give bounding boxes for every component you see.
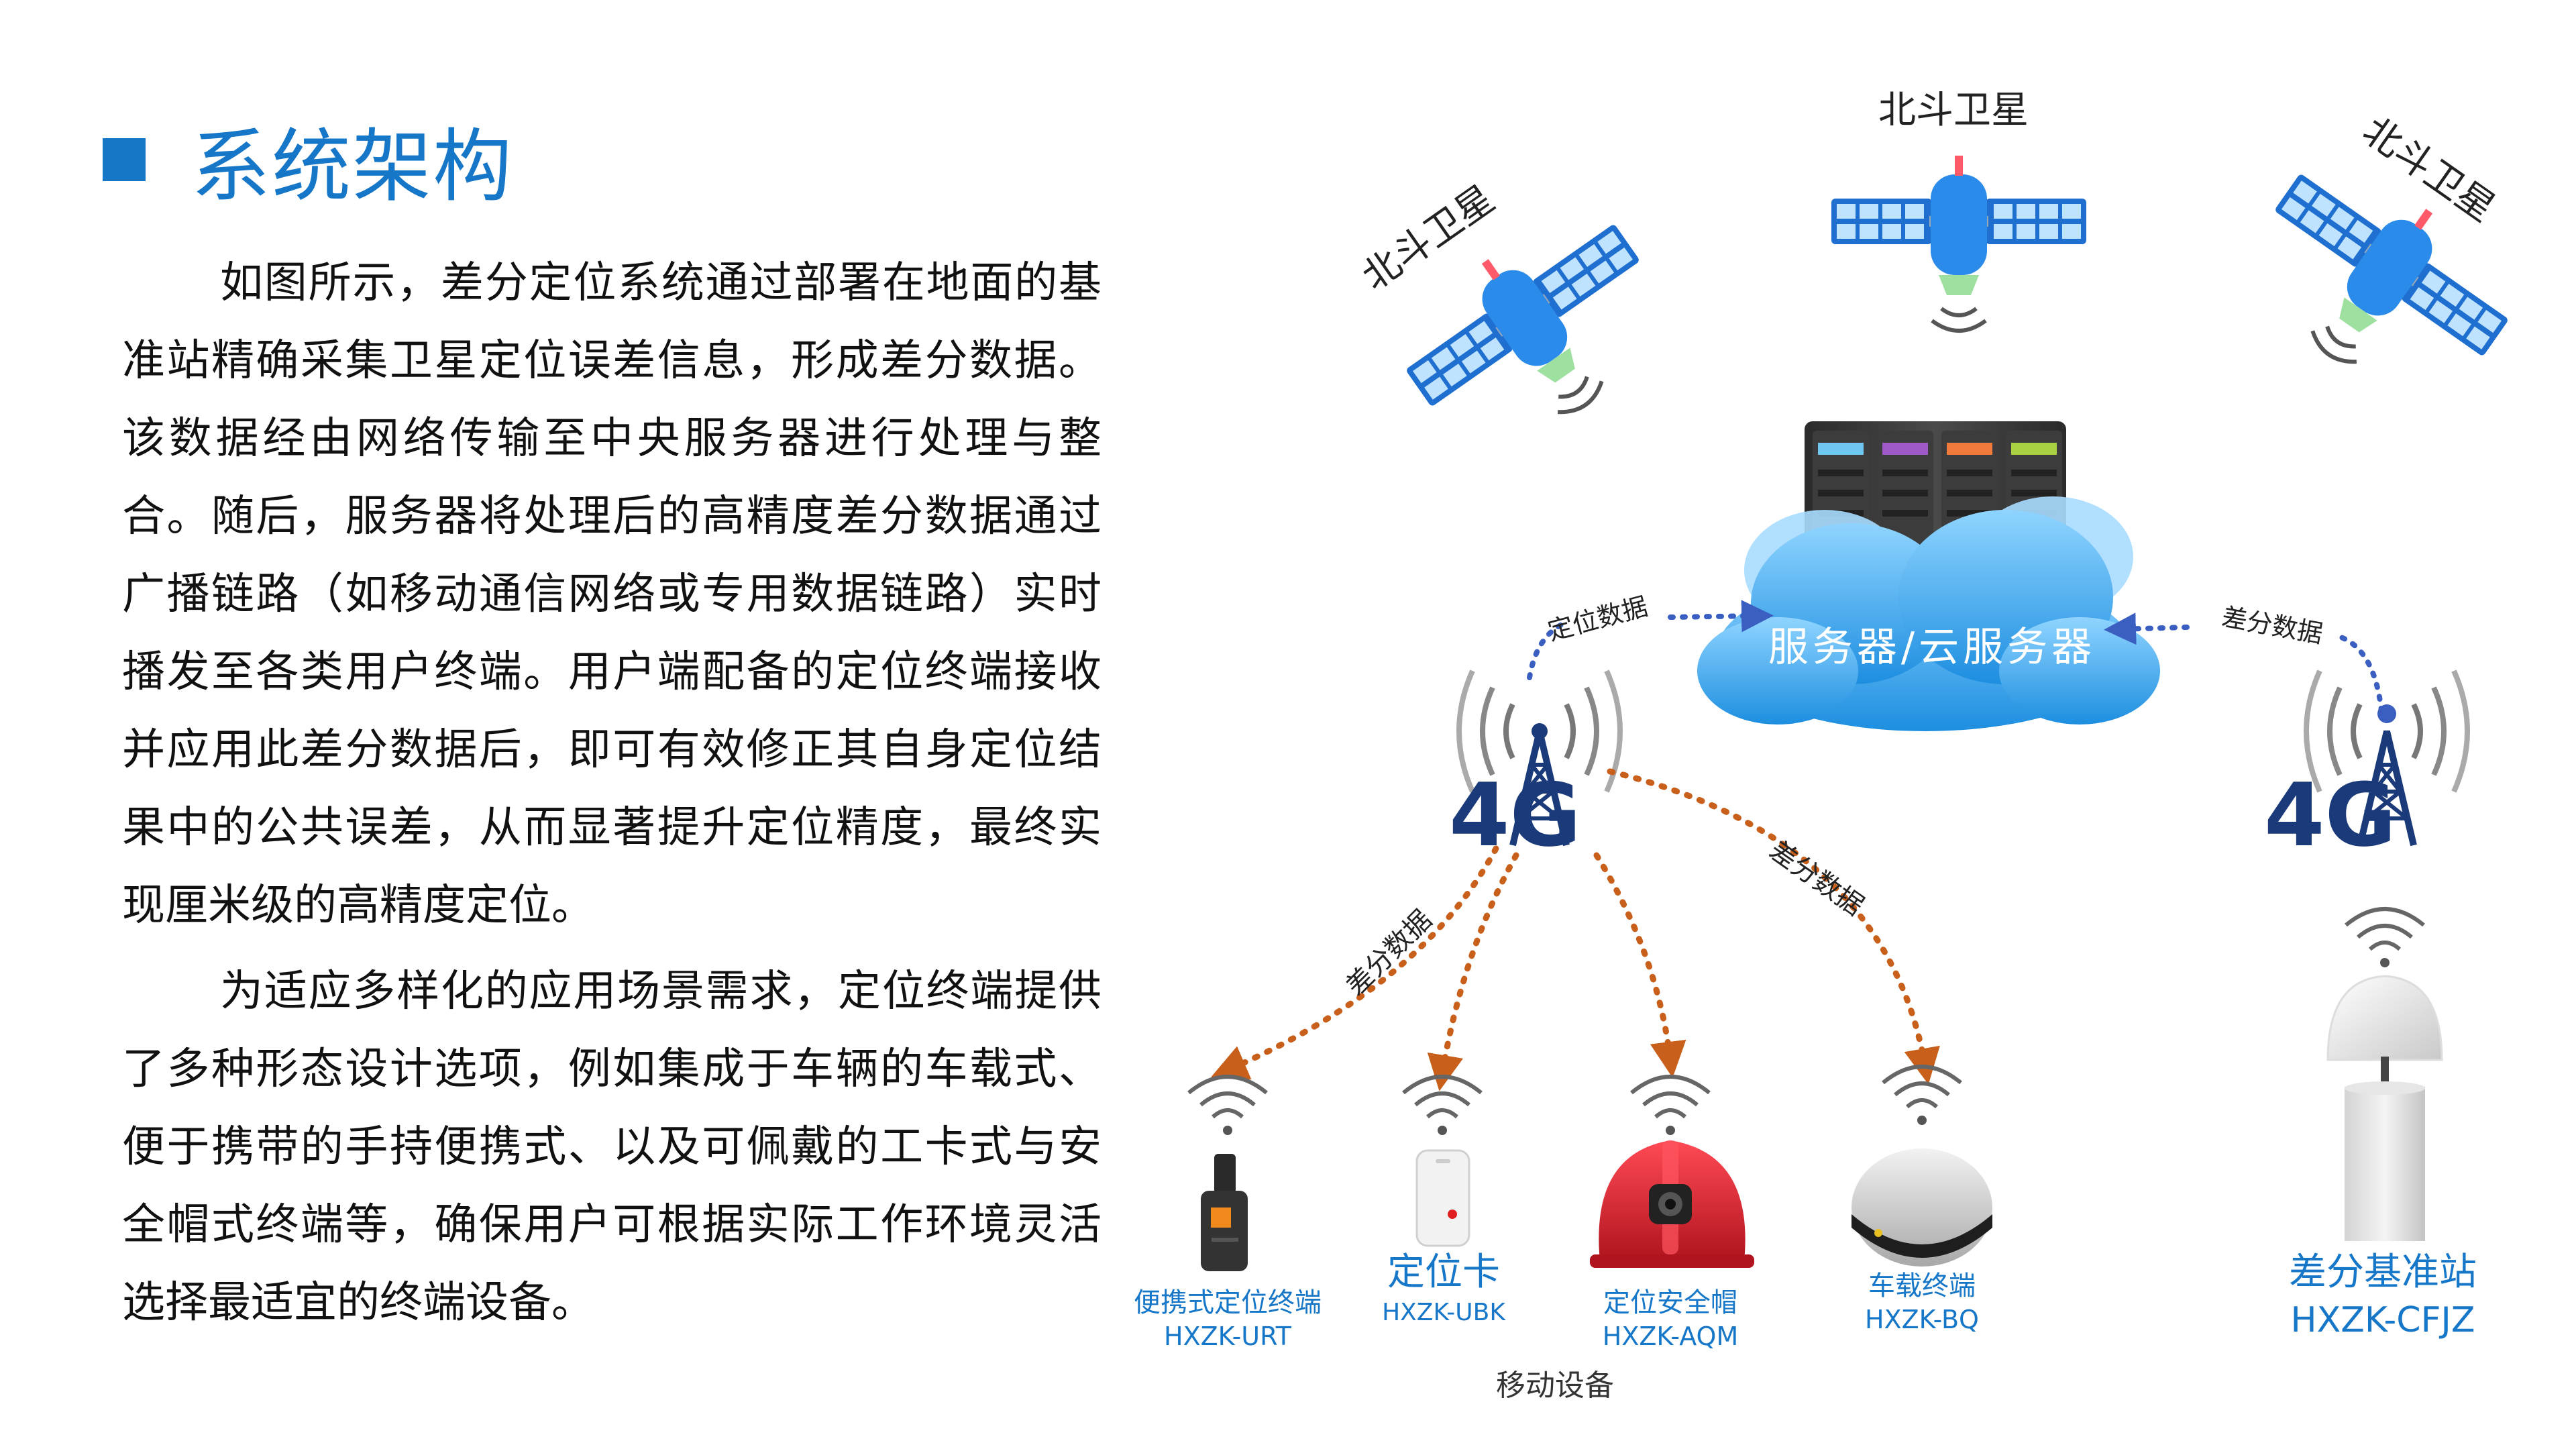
link-left-tower-up — [1527, 621, 1566, 680]
cell-tower-icon-left — [1456, 669, 1623, 847]
positioning-card-icon — [1415, 1149, 1470, 1247]
device-model-card: HXZK-UBK — [1382, 1299, 1506, 1326]
device-model-portable: HXZK-URT — [1164, 1322, 1292, 1351]
base-station-model: HXZK-CFJZ — [2291, 1300, 2475, 1340]
arrow-to-portable-terminal — [1211, 845, 1499, 1080]
device-model-vehicle: HXZK-BQ — [1865, 1305, 1979, 1334]
satellite-icon-right — [2224, 138, 2534, 428]
title-bullet-square — [103, 138, 146, 181]
satellite-label-left: 北斗卫星 — [1354, 177, 1503, 299]
wifi-icon-card — [1403, 1077, 1481, 1135]
server-label: 服务器/云服务器 — [1768, 624, 2096, 671]
device-name-vehicle: 车载终端 — [1868, 1271, 1976, 1301]
arrow-to-safety-helmet — [1593, 852, 1686, 1078]
label-diff-data-right: 差分数据 — [1764, 835, 1869, 922]
link-right-tower-up — [2339, 635, 2384, 714]
wifi-icon-portable — [1189, 1077, 1267, 1135]
device-model-helmet: HXZK-AQM — [1603, 1322, 1738, 1351]
link-positioning-data-arrow — [1668, 600, 1774, 633]
vehicle-terminal-icon — [1851, 1148, 1992, 1267]
link-diff-data-base-arrow — [2104, 612, 2190, 645]
cloud-icon — [1697, 496, 2160, 731]
label-positioning-data: 定位数据 — [1545, 592, 1651, 647]
base-station-name: 差分基准站 — [2289, 1250, 2477, 1294]
device-name-card: 定位卡 — [1387, 1250, 1500, 1294]
label-diff-data-left: 差分数据 — [1340, 904, 1438, 1002]
label-diff-data-base: 差分数据 — [2220, 602, 2325, 649]
wifi-icon-base-station — [2346, 909, 2424, 967]
wifi-icon-helmet — [1631, 1077, 1709, 1135]
device-name-portable: 便携式定位终端 — [1134, 1287, 1322, 1318]
satellite-icon-center — [1831, 156, 2086, 331]
mobile-devices-label: 移动设备 — [1496, 1368, 1614, 1403]
body-paragraph-2: 为适应多样化的应用场景需求，定位终端提供了多种形态设计选项，例如集成于车辆的车载… — [122, 967, 1102, 1328]
device-name-helmet: 定位安全帽 — [1603, 1287, 1737, 1318]
tower-label-right: 4G — [2264, 764, 2396, 866]
base-station-icon — [2326, 975, 2443, 1241]
wifi-icon-vehicle — [1883, 1067, 1961, 1125]
tower-label-left: 4G — [1449, 764, 1581, 866]
arrow-to-vehicle-terminal — [1607, 768, 1940, 1085]
body-paragraph-1: 如图所示，差分定位系统通过部署在地面的基准站精确采集卫星定位误差信息，形成差分数… — [122, 258, 1102, 930]
page-title: 系统架构 — [191, 120, 514, 213]
cell-tower-icon-right — [2304, 669, 2470, 847]
safety-helmet-icon — [1590, 1140, 1754, 1268]
satellite-label-center: 北斗卫星 — [1878, 89, 2029, 132]
arrow-to-positioning-card — [1427, 852, 1519, 1091]
portable-terminal-icon — [1201, 1154, 1248, 1271]
